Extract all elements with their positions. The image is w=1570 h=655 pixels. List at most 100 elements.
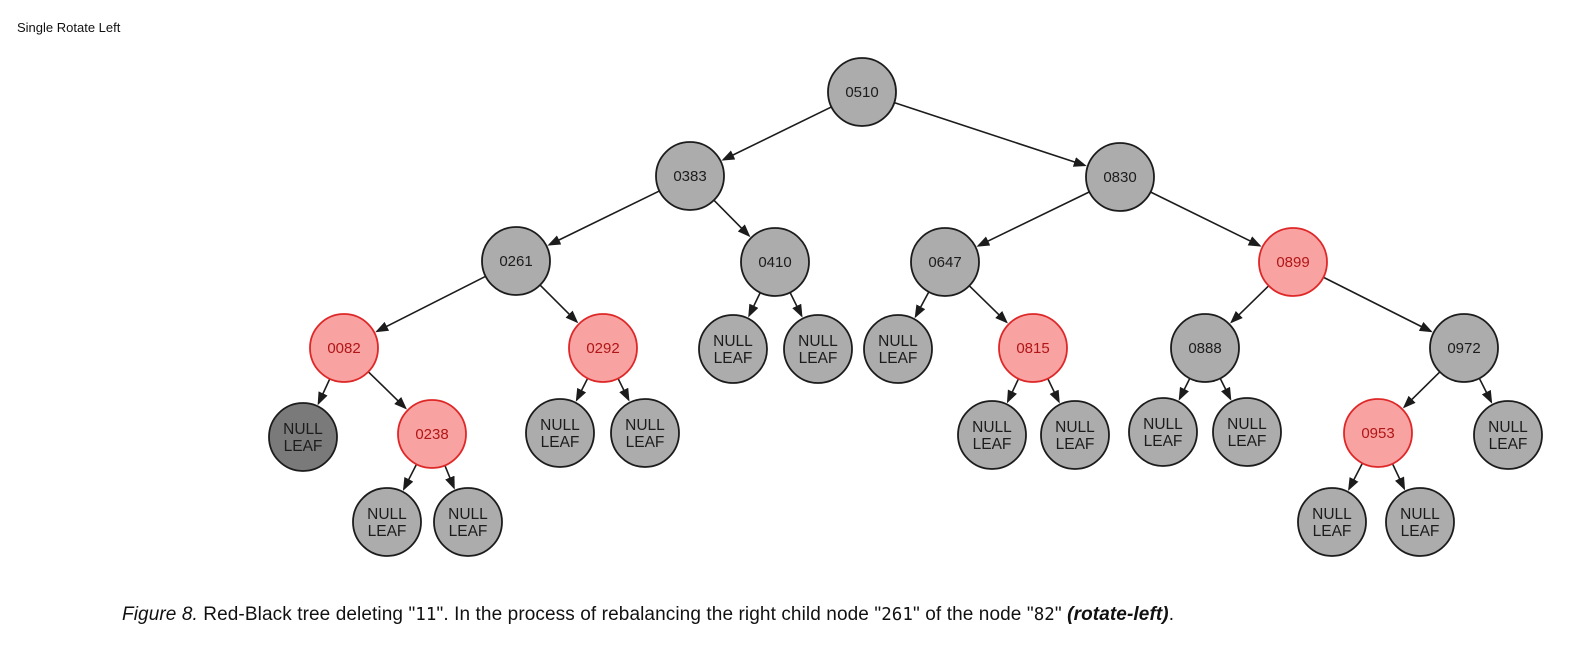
caption-segment: " [1054, 604, 1068, 625]
null-leaf-circle [1297, 487, 1367, 557]
tree-edge-n888-u888r [1219, 378, 1232, 401]
node-value-label: 0238 [415, 426, 448, 443]
node-circle [309, 313, 379, 383]
tree-edge-n972-n953 [1402, 371, 1441, 409]
tree-edge-n082-n238 [367, 371, 407, 410]
tree-edge-n953-u953l [1348, 462, 1364, 491]
node-circle [397, 399, 467, 469]
tree-edge-n899-n888 [1230, 285, 1270, 324]
tree-node-0647: 0647 [910, 227, 980, 297]
tree-edge-n383-n410 [713, 199, 751, 238]
node-value-label: 0082 [327, 340, 360, 357]
tree-edge-n953-u953r [1391, 463, 1406, 491]
node-circle [481, 226, 551, 296]
tree-edge-n238-u238l [402, 463, 418, 491]
tree-edge-n815-u815r [1047, 378, 1060, 404]
tree-node-0510: 0510 [827, 57, 897, 127]
tree-node-0953: 0953 [1343, 398, 1413, 468]
tree-edge-n972-u972r [1478, 377, 1493, 404]
tree-edge-n261-n082 [375, 275, 487, 333]
tree-edge-n410-u410l [748, 292, 761, 318]
node-circle [1170, 313, 1240, 383]
node-value-label: 0383 [673, 168, 706, 185]
tree-edge-n830-n899 [1150, 191, 1262, 247]
figure-caption: Figure 8. Red-Black tree deleting "11". … [122, 604, 1174, 626]
tree-edge-n510-n830 [894, 101, 1087, 167]
node-circle [655, 141, 725, 211]
tree-edge-n647-n815 [968, 285, 1008, 324]
tree-node-0082: 0082 [309, 313, 379, 383]
tree-edge-n082-u082l [317, 378, 331, 406]
tree-node-0830: 0830 [1085, 142, 1155, 212]
node-value-label: 0647 [928, 254, 961, 271]
caption-segment: 261 [881, 605, 914, 625]
null-leaf-circle [1128, 397, 1198, 467]
node-circle [910, 227, 980, 297]
caption-segment: Red-Black tree deleting " [197, 604, 416, 625]
tree-edge-n292-u292r [617, 378, 630, 402]
node-value-label: 0830 [1103, 169, 1136, 186]
node-circle [1085, 142, 1155, 212]
null-leaf-circle [1473, 400, 1543, 470]
null-leaf-circle [783, 314, 853, 384]
node-value-label: 0972 [1447, 340, 1480, 357]
tree-node-0899: 0899 [1258, 227, 1328, 297]
tree-edge-n899-n972 [1323, 276, 1433, 333]
null-leaf-circle [352, 487, 422, 557]
null-leaf-circle [1385, 487, 1455, 557]
tree-edge-n815-u815l [1006, 378, 1020, 404]
node-value-label: 0899 [1276, 254, 1309, 271]
tree-edge-n830-n647 [976, 191, 1090, 247]
null-leaf-circle [610, 398, 680, 468]
null-leaf-circle [698, 314, 768, 384]
caption-segment: Figure 8. [122, 604, 198, 625]
tree-edge-n410-u410r [789, 292, 803, 318]
null-leaf-circle [268, 402, 338, 472]
node-circle [827, 57, 897, 127]
null-leaf-circle [525, 398, 595, 468]
tree-node-0383: 0383 [655, 141, 725, 211]
node-value-label: 0888 [1188, 340, 1221, 357]
node-value-label: 0815 [1016, 340, 1049, 357]
tree-node-0888: 0888 [1170, 313, 1240, 383]
tree-edge-n647-u647l [914, 291, 930, 319]
diagram-title: Single Rotate Left [17, 20, 121, 35]
node-circle [1429, 313, 1499, 383]
caption-segment: . [1168, 604, 1175, 625]
node-value-label: 0410 [758, 254, 791, 271]
tree-node-0261: 0261 [481, 226, 551, 296]
node-circle [568, 313, 638, 383]
tree-edge-n383-n261 [547, 190, 660, 246]
tree-node-0292: 0292 [568, 313, 638, 383]
tree-node-0972: 0972 [1429, 313, 1499, 383]
null-leaf-circle [957, 400, 1027, 470]
caption-segment: 82 [1033, 605, 1055, 625]
